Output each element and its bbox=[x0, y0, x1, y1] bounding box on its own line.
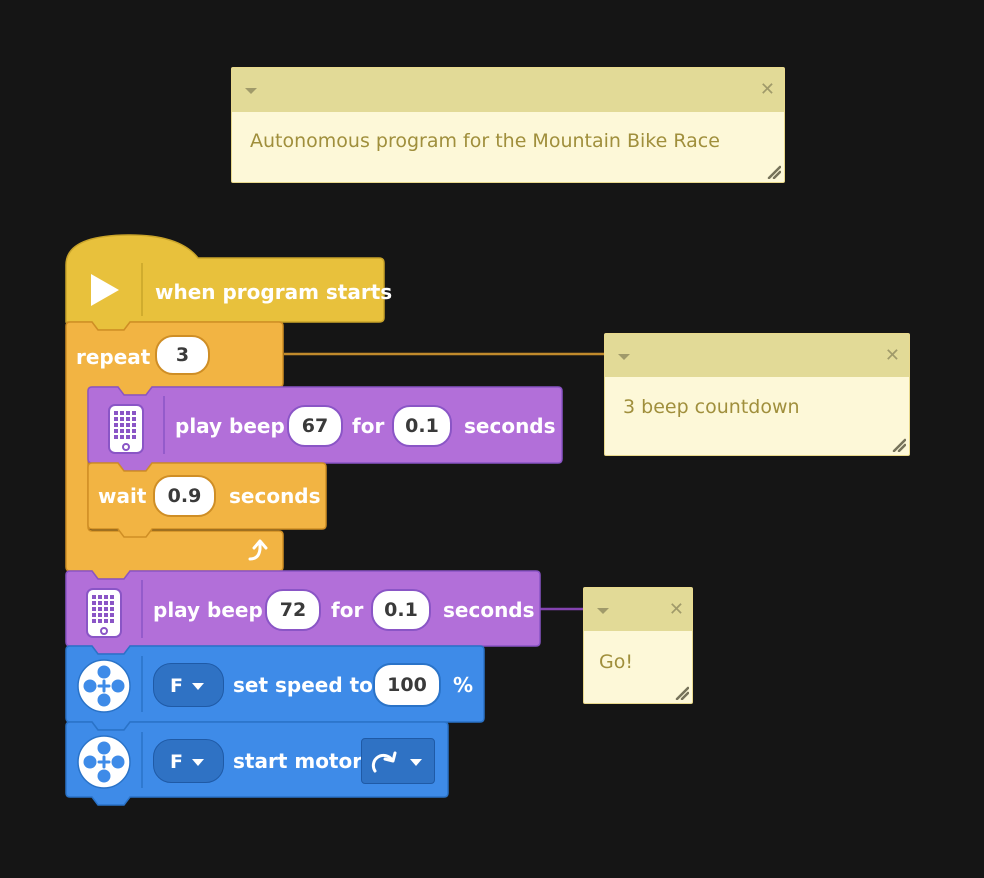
wait-label: wait bbox=[98, 484, 147, 508]
port-value: F bbox=[170, 751, 183, 773]
comment-note-go[interactable]: ✕ Go! bbox=[583, 587, 693, 704]
collapse-caret-icon[interactable] bbox=[618, 354, 630, 360]
percent-label: % bbox=[453, 673, 474, 697]
wait-duration-input[interactable]: 0.9 bbox=[153, 475, 216, 517]
seconds-label: seconds bbox=[443, 598, 535, 622]
loop-arrow-icon bbox=[248, 539, 268, 561]
motor-icon bbox=[77, 735, 131, 789]
port-value: F bbox=[170, 675, 183, 697]
repeat-count-input[interactable]: 3 bbox=[155, 335, 210, 375]
resize-handle-icon[interactable] bbox=[767, 165, 781, 179]
repeat-label: repeat bbox=[76, 345, 151, 369]
comment-text[interactable]: 3 beep countdown bbox=[623, 396, 800, 418]
collapse-caret-icon[interactable] bbox=[245, 88, 257, 94]
beep-duration-input[interactable]: 0.1 bbox=[371, 589, 431, 631]
play-beep-label: play beep bbox=[175, 414, 285, 438]
close-icon[interactable]: ✕ bbox=[884, 345, 900, 366]
hat-block-shape[interactable] bbox=[65, 234, 385, 331]
port-dropdown[interactable]: F bbox=[153, 739, 224, 783]
beep-duration-input[interactable]: 0.1 bbox=[392, 405, 452, 447]
seconds-label: seconds bbox=[229, 484, 321, 508]
clockwise-arrow-icon bbox=[371, 751, 397, 773]
close-icon[interactable]: ✕ bbox=[759, 79, 775, 100]
comment-note-top[interactable]: ✕ Autonomous program for the Mountain Bi… bbox=[231, 67, 785, 183]
resize-handle-icon[interactable] bbox=[892, 438, 906, 452]
play-icon bbox=[91, 274, 119, 306]
play-beep-label: play beep bbox=[153, 598, 263, 622]
comment-note-header[interactable]: ✕ bbox=[605, 334, 909, 377]
beep-note-input[interactable]: 72 bbox=[265, 589, 321, 631]
collapse-caret-icon[interactable] bbox=[597, 608, 609, 614]
speed-value-input[interactable]: 100 bbox=[373, 663, 441, 707]
hub-icon bbox=[86, 588, 122, 638]
comment-note-header[interactable]: ✕ bbox=[584, 588, 692, 631]
direction-dropdown[interactable] bbox=[361, 738, 435, 784]
for-label: for bbox=[331, 598, 364, 622]
comment-note-countdown[interactable]: ✕ 3 beep countdown bbox=[604, 333, 910, 456]
beep-note-input[interactable]: 67 bbox=[287, 405, 343, 447]
comment-text[interactable]: Go! bbox=[599, 651, 633, 673]
comment-text[interactable]: Autonomous program for the Mountain Bike… bbox=[250, 130, 720, 152]
hub-icon bbox=[108, 404, 144, 454]
motor-icon bbox=[77, 659, 131, 713]
chevron-down-icon bbox=[192, 683, 204, 690]
chevron-down-icon bbox=[192, 759, 204, 766]
hat-label: when program starts bbox=[155, 280, 393, 304]
resize-handle-icon[interactable] bbox=[675, 686, 689, 700]
set-speed-label: set speed to bbox=[233, 673, 373, 697]
seconds-label: seconds bbox=[464, 414, 556, 438]
chevron-down-icon bbox=[410, 759, 422, 766]
port-dropdown[interactable]: F bbox=[153, 663, 224, 707]
comment-note-header[interactable]: ✕ bbox=[232, 68, 784, 112]
start-motor-label: start motor bbox=[233, 749, 363, 773]
close-icon[interactable]: ✕ bbox=[668, 599, 684, 620]
for-label: for bbox=[352, 414, 385, 438]
